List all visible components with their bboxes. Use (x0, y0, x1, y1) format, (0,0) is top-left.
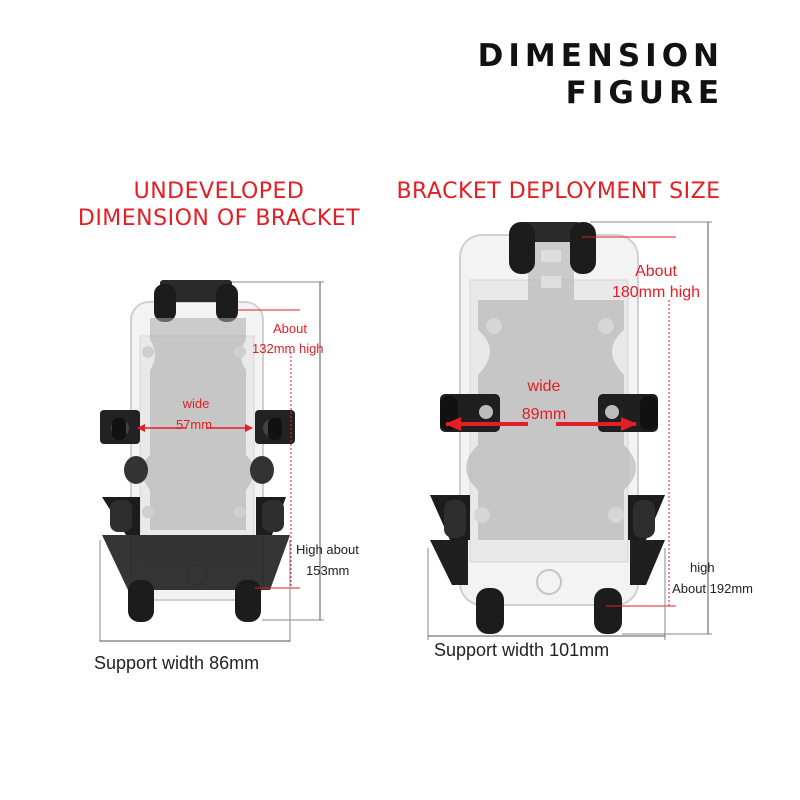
left-top-clamp (154, 280, 238, 322)
right-center-plate (466, 300, 636, 540)
left-center-plate (142, 318, 254, 530)
left-bracket-illustration (100, 280, 295, 622)
title-line-2: FIGURE (565, 75, 724, 111)
deployment-heading-text: BRACKET DEPLOYMENT SIZE (396, 179, 721, 204)
right-inner-height-label: About 180mm high (604, 261, 708, 303)
left-inner-height-line-2: 132mm high (252, 341, 324, 356)
right-bracket-illustration (430, 222, 665, 634)
left-dimension-lines (99, 281, 324, 642)
right-inner-height-line-1: About (635, 263, 677, 280)
undeveloped-heading-line-1: UNDEVELOPED (133, 179, 305, 204)
deployment-heading: BRACKET DEPLOYMENT SIZE (386, 178, 731, 205)
left-width-line-1: wide (182, 396, 210, 411)
left-width-line-2: 57mm (175, 417, 213, 432)
right-outer-height-label: high About 192mm (658, 557, 753, 599)
right-bottom-feet (476, 588, 622, 634)
undeveloped-heading: UNDEVELOPED DIMENSION OF BRACKET (66, 178, 372, 232)
left-inner-height-label: About (273, 318, 307, 339)
right-top-clamp (509, 222, 596, 274)
right-dimension-lines (427, 221, 712, 640)
right-lower-clamp (430, 495, 665, 585)
title-line-1: DIMENSION (477, 38, 724, 74)
right-width-line-1: wide (527, 378, 561, 395)
left-outer-height-label: High about 153mm (296, 539, 359, 581)
page-title: DIMENSION FIGURE (478, 38, 724, 112)
left-inner-height-value: 132mm high (252, 338, 324, 359)
left-lower-clamp (102, 497, 290, 590)
right-outer-height-line-2: About 192mm (672, 581, 753, 596)
left-outer-height-line-1: High about (296, 542, 359, 557)
right-outer-height-line-1: high (690, 560, 715, 575)
right-width-line-2: 89mm (521, 406, 567, 423)
left-bottom-feet (128, 580, 261, 622)
left-width-label: wide 57mm (176, 393, 216, 435)
undeveloped-heading-line-2: DIMENSION OF BRACKET (77, 206, 361, 231)
left-outer-height-line-2: 153mm (306, 563, 350, 578)
right-inner-height-line-2: 180mm high (611, 284, 701, 301)
right-support-width-label: Support width 101mm (434, 640, 610, 660)
right-width-label: wide 89mm (513, 373, 575, 429)
left-inner-height-line-1: About (273, 321, 307, 336)
left-support-width-label: Support width 86mm (94, 653, 260, 673)
